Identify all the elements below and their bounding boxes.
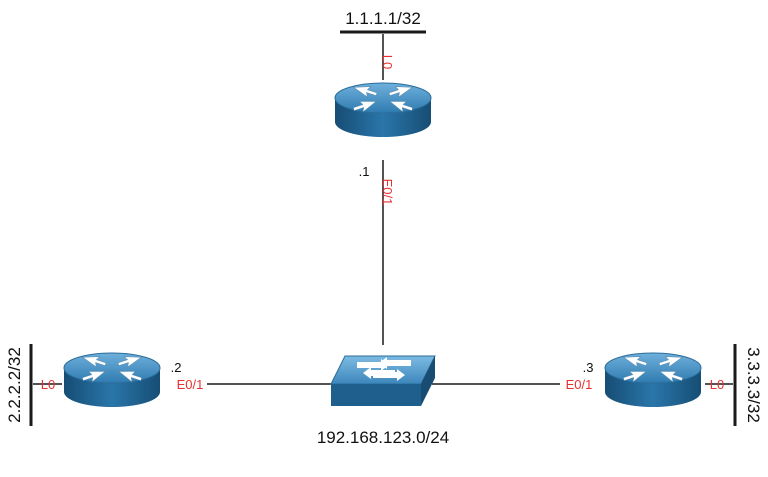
router-icon	[334, 81, 432, 138]
r1-loopback-interface: L0	[380, 55, 395, 69]
subnet-label: 192.168.123.0/24	[317, 428, 449, 447]
router-r3[interactable]: R3	[604, 351, 702, 422]
router-r2[interactable]: R2	[63, 351, 161, 422]
links	[33, 34, 733, 385]
router-r1-label: R1	[373, 137, 394, 154]
router-r2-label: R2	[102, 405, 123, 422]
router-icon	[604, 351, 702, 408]
r2-ethernet-interface: E0/1	[177, 377, 204, 392]
r2-host-address: .2	[171, 360, 182, 375]
router-r3-label: R3	[643, 405, 664, 422]
router-r1[interactable]: R1	[334, 81, 432, 154]
switch[interactable]	[330, 355, 436, 406]
r1-ethernet-interface: E0/1	[380, 179, 395, 206]
r3-host-address: .3	[583, 360, 594, 375]
r3-loopback-interface: L0	[710, 377, 724, 392]
r2-loopback-interface: L0	[41, 377, 55, 392]
r2-loopback-address: 2.2.2.2/32	[5, 347, 24, 423]
r1-host-address: .1	[359, 164, 370, 179]
r1-loopback-address: 1.1.1.1/32	[345, 9, 421, 28]
r3-loopback-address: 3.3.3.3/32	[744, 347, 763, 423]
r3-ethernet-interface: E0/1	[566, 377, 593, 392]
router-icon	[63, 351, 161, 408]
switch-icon	[330, 355, 436, 406]
